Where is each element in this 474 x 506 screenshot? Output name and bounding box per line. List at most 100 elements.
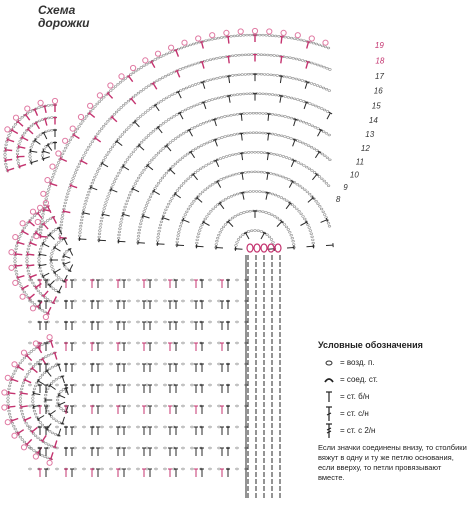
chain-stitch xyxy=(106,195,110,198)
chain-stitch xyxy=(291,57,295,60)
chain-stitch xyxy=(290,96,294,100)
chain-stitch xyxy=(29,238,34,242)
row-number: 19 xyxy=(375,41,384,50)
chain-stitch xyxy=(31,400,35,403)
stitch-top xyxy=(40,357,45,361)
chain-stitch xyxy=(207,119,212,123)
stitch-mark xyxy=(24,416,32,421)
stitch-mark xyxy=(240,133,243,141)
chain-stitch xyxy=(239,34,243,37)
chain-stitch xyxy=(109,362,113,366)
chain-stitch xyxy=(40,219,44,222)
stitch-top xyxy=(161,215,164,220)
chain-stitch xyxy=(77,125,81,128)
chain-stitch xyxy=(291,240,295,243)
legend-label: = ст. с 2/н xyxy=(340,426,376,435)
stitch-top xyxy=(49,181,52,186)
chain-stitch xyxy=(245,190,249,194)
chain-stitch xyxy=(195,241,199,245)
chain-stitch xyxy=(181,362,185,366)
chain-stitch xyxy=(79,225,83,228)
chain-stitch xyxy=(196,195,200,198)
stitch-top xyxy=(26,252,29,257)
chain-stitch xyxy=(283,95,287,98)
stitch-mark xyxy=(49,280,55,286)
chain-stitch xyxy=(17,238,21,241)
chain-stitch xyxy=(136,278,140,282)
stitch-mark xyxy=(42,156,50,160)
chain-stitch xyxy=(231,153,235,157)
chain-stitch xyxy=(220,36,224,39)
picot xyxy=(209,32,216,39)
stitch-top xyxy=(30,366,34,370)
chain-stitch xyxy=(255,190,259,193)
chain-stitch xyxy=(302,39,306,42)
chain-stitch xyxy=(310,61,314,65)
stitch-top xyxy=(20,229,24,234)
chain-stitch xyxy=(285,75,289,79)
picot xyxy=(118,73,125,80)
chain-stitch xyxy=(221,156,226,159)
chain-stitch xyxy=(187,85,192,88)
stitch-mark xyxy=(147,165,154,171)
treble-crochet-icon xyxy=(318,422,340,439)
stitch-mark xyxy=(58,428,62,436)
chain-stitch xyxy=(114,110,119,114)
stitch-top xyxy=(29,149,32,154)
stitch-mark xyxy=(54,440,58,448)
chain-stitch xyxy=(217,446,221,450)
chain-stitch xyxy=(142,138,146,142)
chain-stitch xyxy=(85,148,89,152)
chain-stitch xyxy=(127,126,131,129)
chain-stitch xyxy=(234,54,238,57)
chain-stitch xyxy=(247,170,251,174)
stitch-top xyxy=(52,351,57,354)
chain-stitch xyxy=(100,446,104,450)
chain-stitch xyxy=(102,159,106,162)
picot xyxy=(322,39,329,46)
chain-stitch xyxy=(143,207,147,210)
chain-stitch xyxy=(20,359,24,362)
chain-stitch xyxy=(40,272,44,276)
chain-stitch xyxy=(309,232,313,235)
stitch-mark xyxy=(17,365,25,371)
chain-stitch xyxy=(59,239,63,242)
stitch-top xyxy=(62,280,67,283)
chain-stitch xyxy=(137,228,141,232)
chain-stitch xyxy=(112,180,116,183)
chain-stitch xyxy=(79,122,83,126)
stitch-mark xyxy=(61,416,65,424)
chain-stitch xyxy=(316,127,320,130)
chain-stitch xyxy=(109,299,113,303)
chain-stitch xyxy=(190,278,194,282)
stitch-top xyxy=(325,217,329,222)
chain-stitch xyxy=(322,65,326,69)
chain-stitch xyxy=(317,175,322,178)
picot xyxy=(8,264,15,271)
chain-stitch xyxy=(73,425,77,429)
stitch-top xyxy=(155,125,160,130)
chain-stitch xyxy=(61,258,65,262)
stitch-mark xyxy=(312,173,318,181)
chain-stitch xyxy=(80,218,84,222)
chain-stitch xyxy=(298,119,303,123)
chain-stitch xyxy=(190,84,195,87)
chain-stitch xyxy=(60,214,65,217)
chain-stitch xyxy=(43,455,47,458)
chain-stitch xyxy=(325,67,329,70)
chain-stitch xyxy=(318,85,323,88)
chain-stitch xyxy=(24,421,28,425)
chain-stitch xyxy=(95,102,99,106)
legend-heading: Условные обозначения xyxy=(318,340,423,350)
chain-stitch xyxy=(213,205,218,208)
chain-stitch xyxy=(154,383,158,387)
chain-stitch xyxy=(136,404,140,408)
chain-stitch xyxy=(290,237,294,240)
chain-stitch xyxy=(220,136,224,139)
chain-stitch xyxy=(163,299,167,303)
chain-stitch xyxy=(274,113,278,117)
chain-stitch xyxy=(322,179,326,183)
chain-stitch xyxy=(181,446,185,450)
stitch-mark xyxy=(7,138,15,143)
chain-stitch xyxy=(258,131,262,135)
